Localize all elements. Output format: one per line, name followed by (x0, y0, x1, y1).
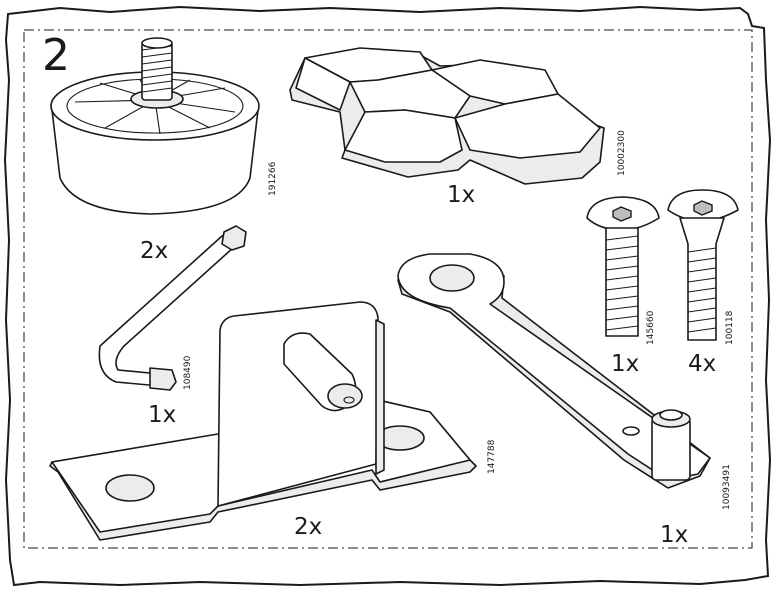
furniture-leg-drawing (50, 37, 260, 215)
qty-flat-bar-bracket: 1x (660, 522, 689, 548)
part-number-screw-long: 100118 (725, 310, 735, 345)
qty-screw-short: 1x (611, 351, 640, 377)
qty-allen-key: 1x (148, 402, 177, 428)
part-number-allen-key: 108490 (183, 355, 193, 390)
part-number-furniture-leg: 191266 (268, 161, 278, 196)
part-number-flat-bar-bracket: 10093491 (722, 464, 732, 510)
screw-long-drawing (667, 189, 739, 341)
qty-hex-pad: 1x (447, 182, 476, 208)
part-number-angle-bracket: 147788 (487, 439, 497, 474)
angle-bracket-drawing (49, 301, 477, 541)
hex-pad-drawing (289, 47, 605, 185)
screw-short-drawing (586, 196, 660, 337)
part-number-hex-pad: 10002300 (617, 130, 627, 176)
part-number-screw-short: 145660 (646, 310, 656, 345)
allen-key-drawing (98, 225, 247, 391)
dashed-frame (23, 29, 753, 549)
qty-furniture-leg: 2x (140, 238, 169, 264)
qty-angle-bracket: 2x (294, 514, 323, 540)
flat-bar-bracket-drawing (397, 253, 711, 489)
qty-screw-long: 4x (688, 351, 717, 377)
step-number: 2 (42, 30, 70, 81)
